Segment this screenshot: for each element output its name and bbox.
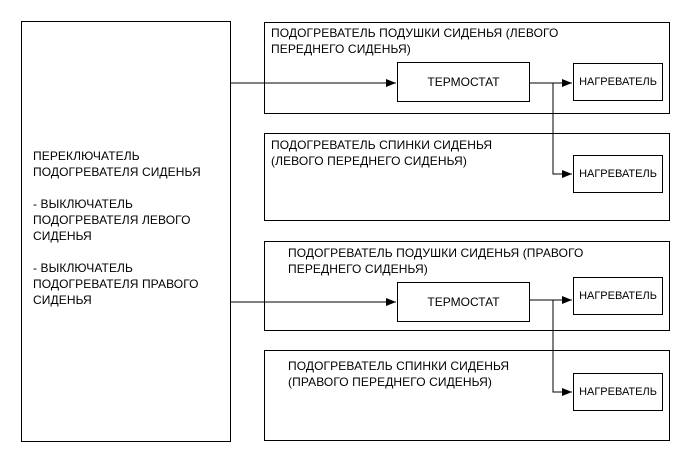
right-thermostat: ТЕРМОСТАТ (397, 282, 530, 322)
right-cushion-heater-element: НАГРЕВАТЕЛЬ (573, 277, 663, 315)
left-cushion-heater-element: НАГРЕВАТЕЛЬ (573, 63, 663, 101)
right-thermostat-label: ТЕРМОСТАТ (427, 295, 500, 309)
left-cushion-heater-label: НАГРЕВАТЕЛЬ (579, 76, 657, 88)
left-thermostat-label: ТЕРМОСТАТ (427, 75, 500, 89)
seat-heater-switch-block (21, 21, 231, 442)
left-back-heater-element: НАГРЕВАТЕЛЬ (573, 155, 663, 193)
left-cushion-heater-title: ПОДОГРЕВАТЕЛЬ ПОДУШКИ СИДЕНЬЯ (ЛЕВОГО ПЕ… (271, 26, 559, 56)
right-back-heater-element: НАГРЕВАТЕЛЬ (573, 373, 663, 411)
right-seat-switch-label: - ВЫКЛЮЧАТЕЛЬ ПОДОГРЕВАТЕЛЯ ПРАВОГО СИДЕ… (33, 261, 199, 307)
left-seat-switch-label: - ВЫКЛЮЧАТЕЛЬ ПОДОГРЕВАТЕЛЯ ЛЕВОГО СИДЕН… (33, 197, 191, 243)
left-back-heater-title: ПОДОГРЕВАТЕЛЬ СПИНКИ СИДЕНЬЯ (ЛЕВОГО ПЕР… (271, 138, 493, 168)
left-thermostat: ТЕРМОСТАТ (397, 62, 530, 102)
right-back-heater-title: ПОДОГРЕВАТЕЛЬ СПИНКИ СИДЕНЬЯ (ПРАВОГО ПЕ… (288, 359, 510, 389)
switch-title: ПЕРЕКЛЮЧАТЕЛЬ ПОДОГРЕВАТЕЛЯ СИДЕНЬЯ (33, 149, 201, 179)
left-back-heater-label: НАГРЕВАТЕЛЬ (579, 168, 657, 180)
right-cushion-heater-title: ПОДОГРЕВАТЕЛЬ ПОДУШКИ СИДЕНЬЯ (ПРАВОГО П… (288, 246, 584, 276)
right-cushion-heater-label: НАГРЕВАТЕЛЬ (579, 290, 657, 302)
right-back-heater-label: НАГРЕВАТЕЛЬ (579, 386, 657, 398)
